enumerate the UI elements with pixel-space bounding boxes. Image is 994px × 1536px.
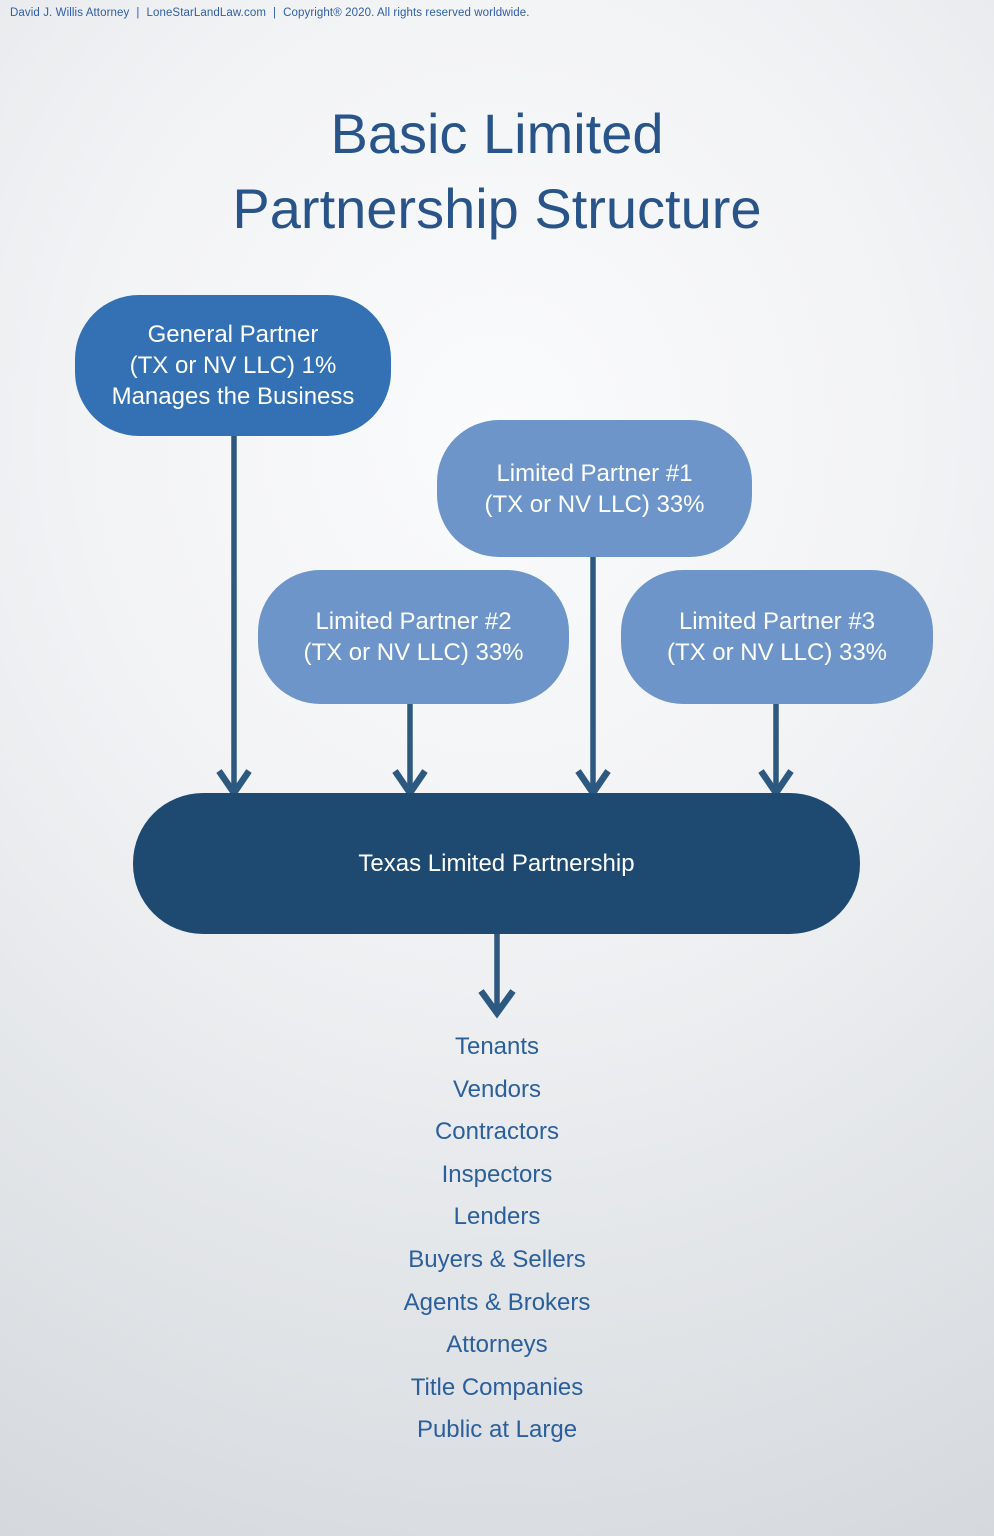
- attribution-copyright: Copyright® 2020. All rights reserved wor…: [283, 7, 530, 19]
- node-label-line: Manages the Business: [111, 383, 355, 410]
- page-title-line1: Basic Limited: [330, 102, 664, 165]
- node-label-line: Limited Partner #3: [678, 608, 876, 635]
- node-limited-partner-1: Limited Partner #1 (TX or NV LLC) 33%: [437, 420, 752, 557]
- third-party-item: Agents & Brokers: [403, 1288, 591, 1316]
- edge-limited-partner-2-to-partnership: [392, 702, 428, 799]
- third-party-item: Attorneys: [446, 1331, 548, 1359]
- edge-partnership-to-third-parties: [478, 932, 516, 1019]
- third-party-item: Public at Large: [416, 1416, 578, 1444]
- third-party-item: Inspectors: [441, 1160, 553, 1188]
- edge-limited-partner-3-to-partnership: [758, 702, 794, 799]
- third-party-item: Buyers & Sellers: [408, 1245, 586, 1273]
- attribution-website: LoneStarLandLaw.com: [146, 7, 266, 19]
- node-label-line: Limited Partner #2: [315, 608, 512, 635]
- node-limited-partner-2: Limited Partner #2 (TX or NV LLC) 33%: [258, 570, 569, 704]
- page-title-line2: Partnership Structure: [232, 177, 762, 240]
- edge-general-partner-to-partnership: [216, 434, 252, 799]
- node-label-line: Limited Partner #1: [496, 459, 693, 487]
- third-party-item: Tenants: [454, 1033, 540, 1060]
- third-party-item: Title Companies: [410, 1373, 584, 1401]
- attribution-separator: |: [136, 7, 140, 19]
- third-party-item: Contractors: [434, 1118, 560, 1146]
- node-label-line: (TX or NV LLC) 33%: [303, 639, 524, 666]
- attribution-separator: |: [273, 7, 277, 19]
- node-general-partner: General Partner (TX or NV LLC) 1% Manage…: [75, 295, 391, 436]
- page-title: Basic Limited Partnership Structure: [0, 96, 994, 246]
- node-label-line: General Partner: [147, 321, 319, 348]
- third-party-item: Lenders: [453, 1203, 541, 1231]
- node-texas-limited-partnership: Texas Limited Partnership: [133, 793, 860, 934]
- edge-limited-partner-1-to-partnership: [575, 555, 611, 799]
- node-label-line: Texas Limited Partnership: [358, 850, 635, 877]
- node-limited-partner-3: Limited Partner #3 (TX or NV LLC) 33%: [621, 570, 933, 704]
- node-label-line: (TX or NV LLC) 33%: [484, 490, 705, 518]
- node-label-line: (TX or NV LLC) 33%: [666, 639, 888, 666]
- node-label-line: (TX or NV LLC) 1%: [129, 352, 337, 379]
- third-party-item: Vendors: [452, 1075, 542, 1103]
- third-parties-list: Tenants Vendors Contractors Inspectors L…: [0, 1026, 994, 1452]
- attribution-bar: David J. Willis Attorney | LoneStarLandLaw…: [10, 7, 530, 19]
- attribution-author: David J. Willis Attorney: [10, 7, 130, 19]
